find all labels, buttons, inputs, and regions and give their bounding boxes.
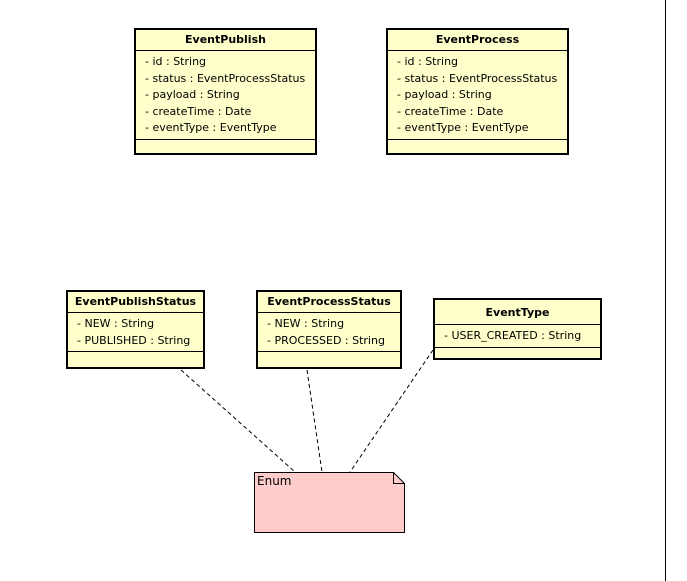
class-name: EventProcess xyxy=(388,30,567,51)
enum-note[interactable]: Enum xyxy=(254,472,405,533)
attribute: - createTime : Date xyxy=(145,104,252,118)
attribute: - eventType : EventType xyxy=(145,121,277,134)
attribute: - id : String xyxy=(145,55,207,68)
class-name: EventPublishStatus xyxy=(68,292,203,313)
attribute-list: - id : String - status : EventProcessSta… xyxy=(388,51,567,140)
class-event-process-status[interactable]: EventProcessStatus - NEW : String - PROC… xyxy=(256,290,402,369)
attribute: - id : String xyxy=(397,55,459,68)
connector-event-type-to-note xyxy=(349,349,434,473)
operations-compartment xyxy=(68,352,203,359)
attribute: - PUBLISHED : String xyxy=(77,333,191,347)
class-event-type[interactable]: EventType - USER_CREATED : String xyxy=(433,298,602,360)
attribute: - payload : String xyxy=(397,88,492,101)
canvas-edge-divider xyxy=(665,0,666,581)
attribute: - status : EventProcessStatus xyxy=(397,71,558,85)
class-event-publish[interactable]: EventPublish - id : String - status : Ev… xyxy=(134,28,317,155)
attribute-list: - NEW : String - PUBLISHED : String xyxy=(68,313,203,352)
operations-compartment xyxy=(388,140,567,147)
connector-event-publish-status-to-note xyxy=(180,369,296,473)
attribute: - PROCESSED : String xyxy=(267,333,385,347)
attribute-list: - id : String - status : EventProcessSta… xyxy=(136,51,315,140)
class-event-process[interactable]: EventProcess - id : String - status : Ev… xyxy=(386,28,569,155)
attribute: - USER_CREATED : String xyxy=(444,329,582,342)
operations-compartment xyxy=(435,348,600,355)
attribute: - NEW : String xyxy=(77,317,155,330)
attribute: - NEW : String xyxy=(267,317,345,330)
class-name: EventPublish xyxy=(136,30,315,51)
connector-event-process-status-to-note xyxy=(306,369,323,473)
attribute: - payload : String xyxy=(145,88,240,101)
attribute-list: - USER_CREATED : String xyxy=(435,325,600,348)
operations-compartment xyxy=(258,352,400,359)
attribute: - createTime : Date xyxy=(397,104,504,118)
class-event-publish-status[interactable]: EventPublishStatus - NEW : String - PUBL… xyxy=(66,290,205,369)
attribute: - eventType : EventType xyxy=(397,121,529,134)
note-shape[interactable] xyxy=(254,472,405,533)
attribute: - status : EventProcessStatus xyxy=(145,71,306,85)
note-label: Enum xyxy=(257,474,292,488)
class-name: EventType xyxy=(435,300,600,325)
class-name: EventProcessStatus xyxy=(258,292,400,313)
operations-compartment xyxy=(136,140,315,147)
attribute-list: - NEW : String - PROCESSED : String xyxy=(258,313,400,352)
